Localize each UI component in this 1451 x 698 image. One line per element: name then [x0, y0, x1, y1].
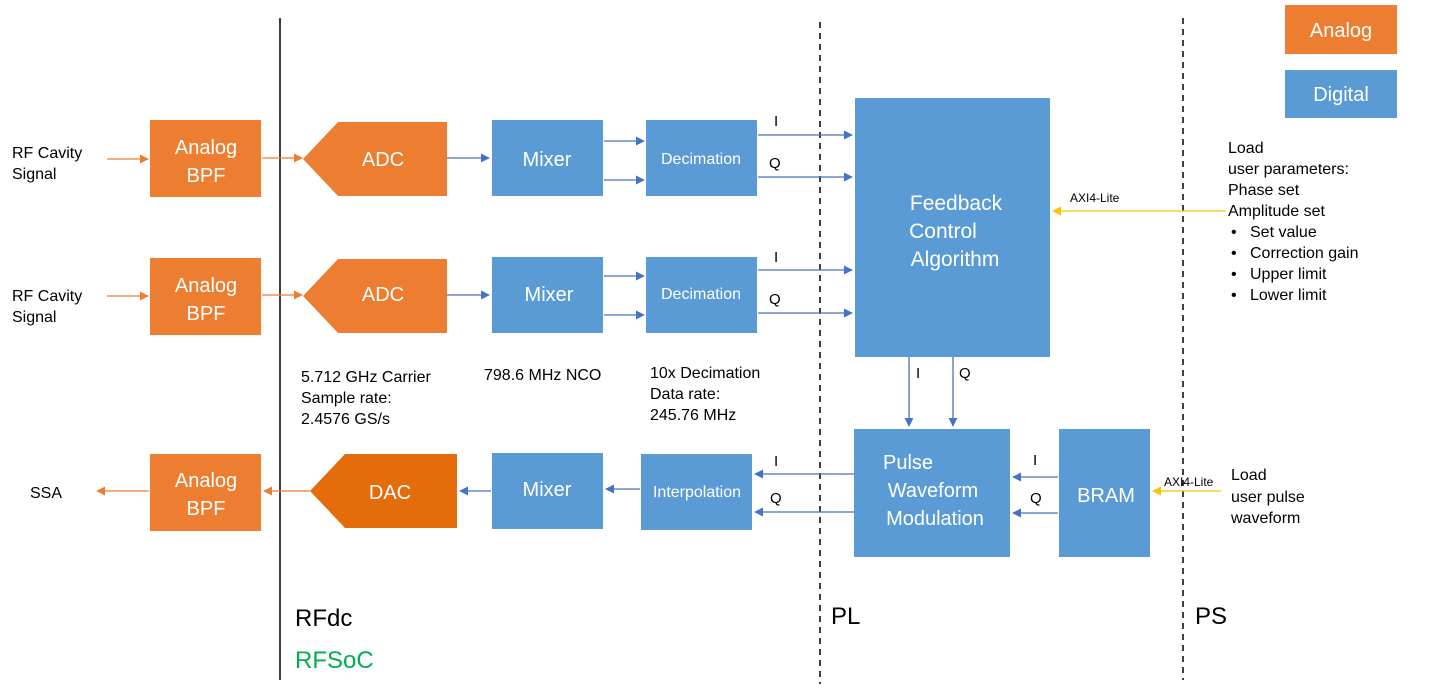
adc-1-block — [303, 122, 447, 196]
analog-bpf-1 — [150, 120, 261, 197]
dec-note-line3: 245.76 MHz — [650, 407, 736, 424]
feedback-q-label: Q — [959, 365, 971, 382]
params-bullet-dot: • — [1231, 224, 1237, 241]
legend-analog-label: Analog — [1310, 20, 1372, 42]
axi-params-label: AXI4-Lite — [1070, 191, 1120, 205]
params-bullet-2: Correction gain — [1250, 245, 1359, 262]
pulse-load-line3: waveform — [1230, 510, 1300, 527]
mixer-3 — [492, 453, 603, 529]
dec-1-i-label: I — [774, 113, 778, 130]
params-line3: Phase set — [1228, 182, 1300, 199]
bram-q-label: Q — [1030, 490, 1042, 507]
adc-note-line1: 5.712 GHz Carrier — [301, 369, 431, 386]
mixer-2 — [492, 257, 603, 333]
dec-1-q-label: Q — [769, 155, 781, 172]
interpolation-label: Interpolation — [653, 484, 741, 501]
decimation-2 — [646, 257, 757, 333]
params-bullet-1: Set value — [1250, 224, 1317, 241]
decimation-1-label: Decimation — [661, 151, 741, 168]
dac-block — [310, 454, 457, 528]
pulse-waveform-block — [854, 429, 1010, 557]
feedback-i-label: I — [916, 365, 920, 382]
params-line1: Load — [1228, 140, 1264, 157]
feedback-line1: Feedback — [910, 192, 1003, 215]
pulse-line3: Modulation — [886, 508, 984, 530]
dac-label: DAC — [369, 482, 411, 504]
region-ps-label: PS — [1195, 603, 1227, 630]
interpolation-block — [641, 454, 752, 530]
adc-note-line2: Sample rate: — [301, 390, 392, 407]
adc-2-label: ADC — [362, 284, 404, 306]
params-bullet-dot: • — [1231, 266, 1237, 283]
bram-block — [1059, 429, 1150, 557]
mixer-3-label: Mixer — [523, 479, 572, 501]
dec-note-line1: 10x Decimation — [650, 365, 760, 382]
analog-bpf-1-line2: BPF — [187, 165, 226, 187]
rf-input-2-line1: RF Cavity — [12, 288, 82, 305]
bram-i-label: I — [1033, 452, 1037, 469]
analog-bpf-2-line2: BPF — [187, 303, 226, 325]
adc-1-label: ADC — [362, 149, 404, 171]
params-bullet-3: Upper limit — [1250, 266, 1327, 283]
analog-bpf-2-line1: Analog — [175, 275, 237, 297]
rf-input-1-line1: RF Cavity — [12, 145, 82, 162]
feedback-control-block — [855, 98, 1050, 357]
adc-2-block — [303, 259, 447, 333]
params-bullet-4: Lower limit — [1250, 287, 1327, 304]
bram-label: BRAM — [1077, 485, 1135, 507]
legend-digital-label: Digital — [1313, 84, 1369, 106]
region-pl-label: PL — [831, 603, 860, 630]
dec-2-q-label: Q — [769, 291, 781, 308]
pulse-line1: Pulse — [883, 452, 933, 474]
region-rfsoc-label: RFSoC — [295, 647, 374, 674]
mixer-1 — [492, 120, 603, 196]
legend-digital-swatch — [1285, 70, 1397, 118]
dec-2-i-label: I — [774, 249, 778, 266]
analog-bpf-3-line1: Analog — [175, 470, 237, 492]
adc-note-line3: 2.4576 GS/s — [301, 411, 390, 428]
feedback-line3: Algorithm — [911, 248, 1000, 271]
pulse-load-line1: Load — [1231, 467, 1267, 484]
rf-input-1-line2: Signal — [12, 166, 56, 183]
pulse-line2: Waveform — [888, 480, 978, 502]
decimation-2-label: Decimation — [661, 286, 741, 303]
interp-i-label: I — [774, 453, 778, 470]
params-line4: Amplitude set — [1228, 203, 1325, 220]
axi-pulse-label: AXI4-Lite — [1164, 475, 1214, 489]
analog-bpf-1-line1: Analog — [175, 137, 237, 159]
analog-bpf-3-line2: BPF — [187, 498, 226, 520]
analog-bpf-2 — [150, 258, 261, 335]
analog-bpf-3 — [150, 454, 261, 531]
dec-note-line2: Data rate: — [650, 386, 720, 403]
region-rfdc-label: RFdc — [295, 605, 352, 632]
mixer-2-label: Mixer — [525, 284, 574, 306]
legend-analog-swatch — [1285, 5, 1397, 54]
params-line2: user parameters: — [1228, 161, 1349, 178]
interp-q-label: Q — [770, 490, 782, 507]
decimation-1 — [646, 120, 757, 196]
params-bullet-dot: • — [1231, 245, 1237, 262]
mixer-1-label: Mixer — [523, 149, 572, 171]
feedback-line2: Control — [909, 220, 977, 243]
rf-input-2-line2: Signal — [12, 309, 56, 326]
nco-note: 798.6 MHz NCO — [484, 367, 601, 384]
ssa-label: SSA — [30, 485, 62, 502]
pulse-load-line2: user pulse — [1231, 489, 1305, 506]
params-bullet-dot: • — [1231, 287, 1237, 304]
